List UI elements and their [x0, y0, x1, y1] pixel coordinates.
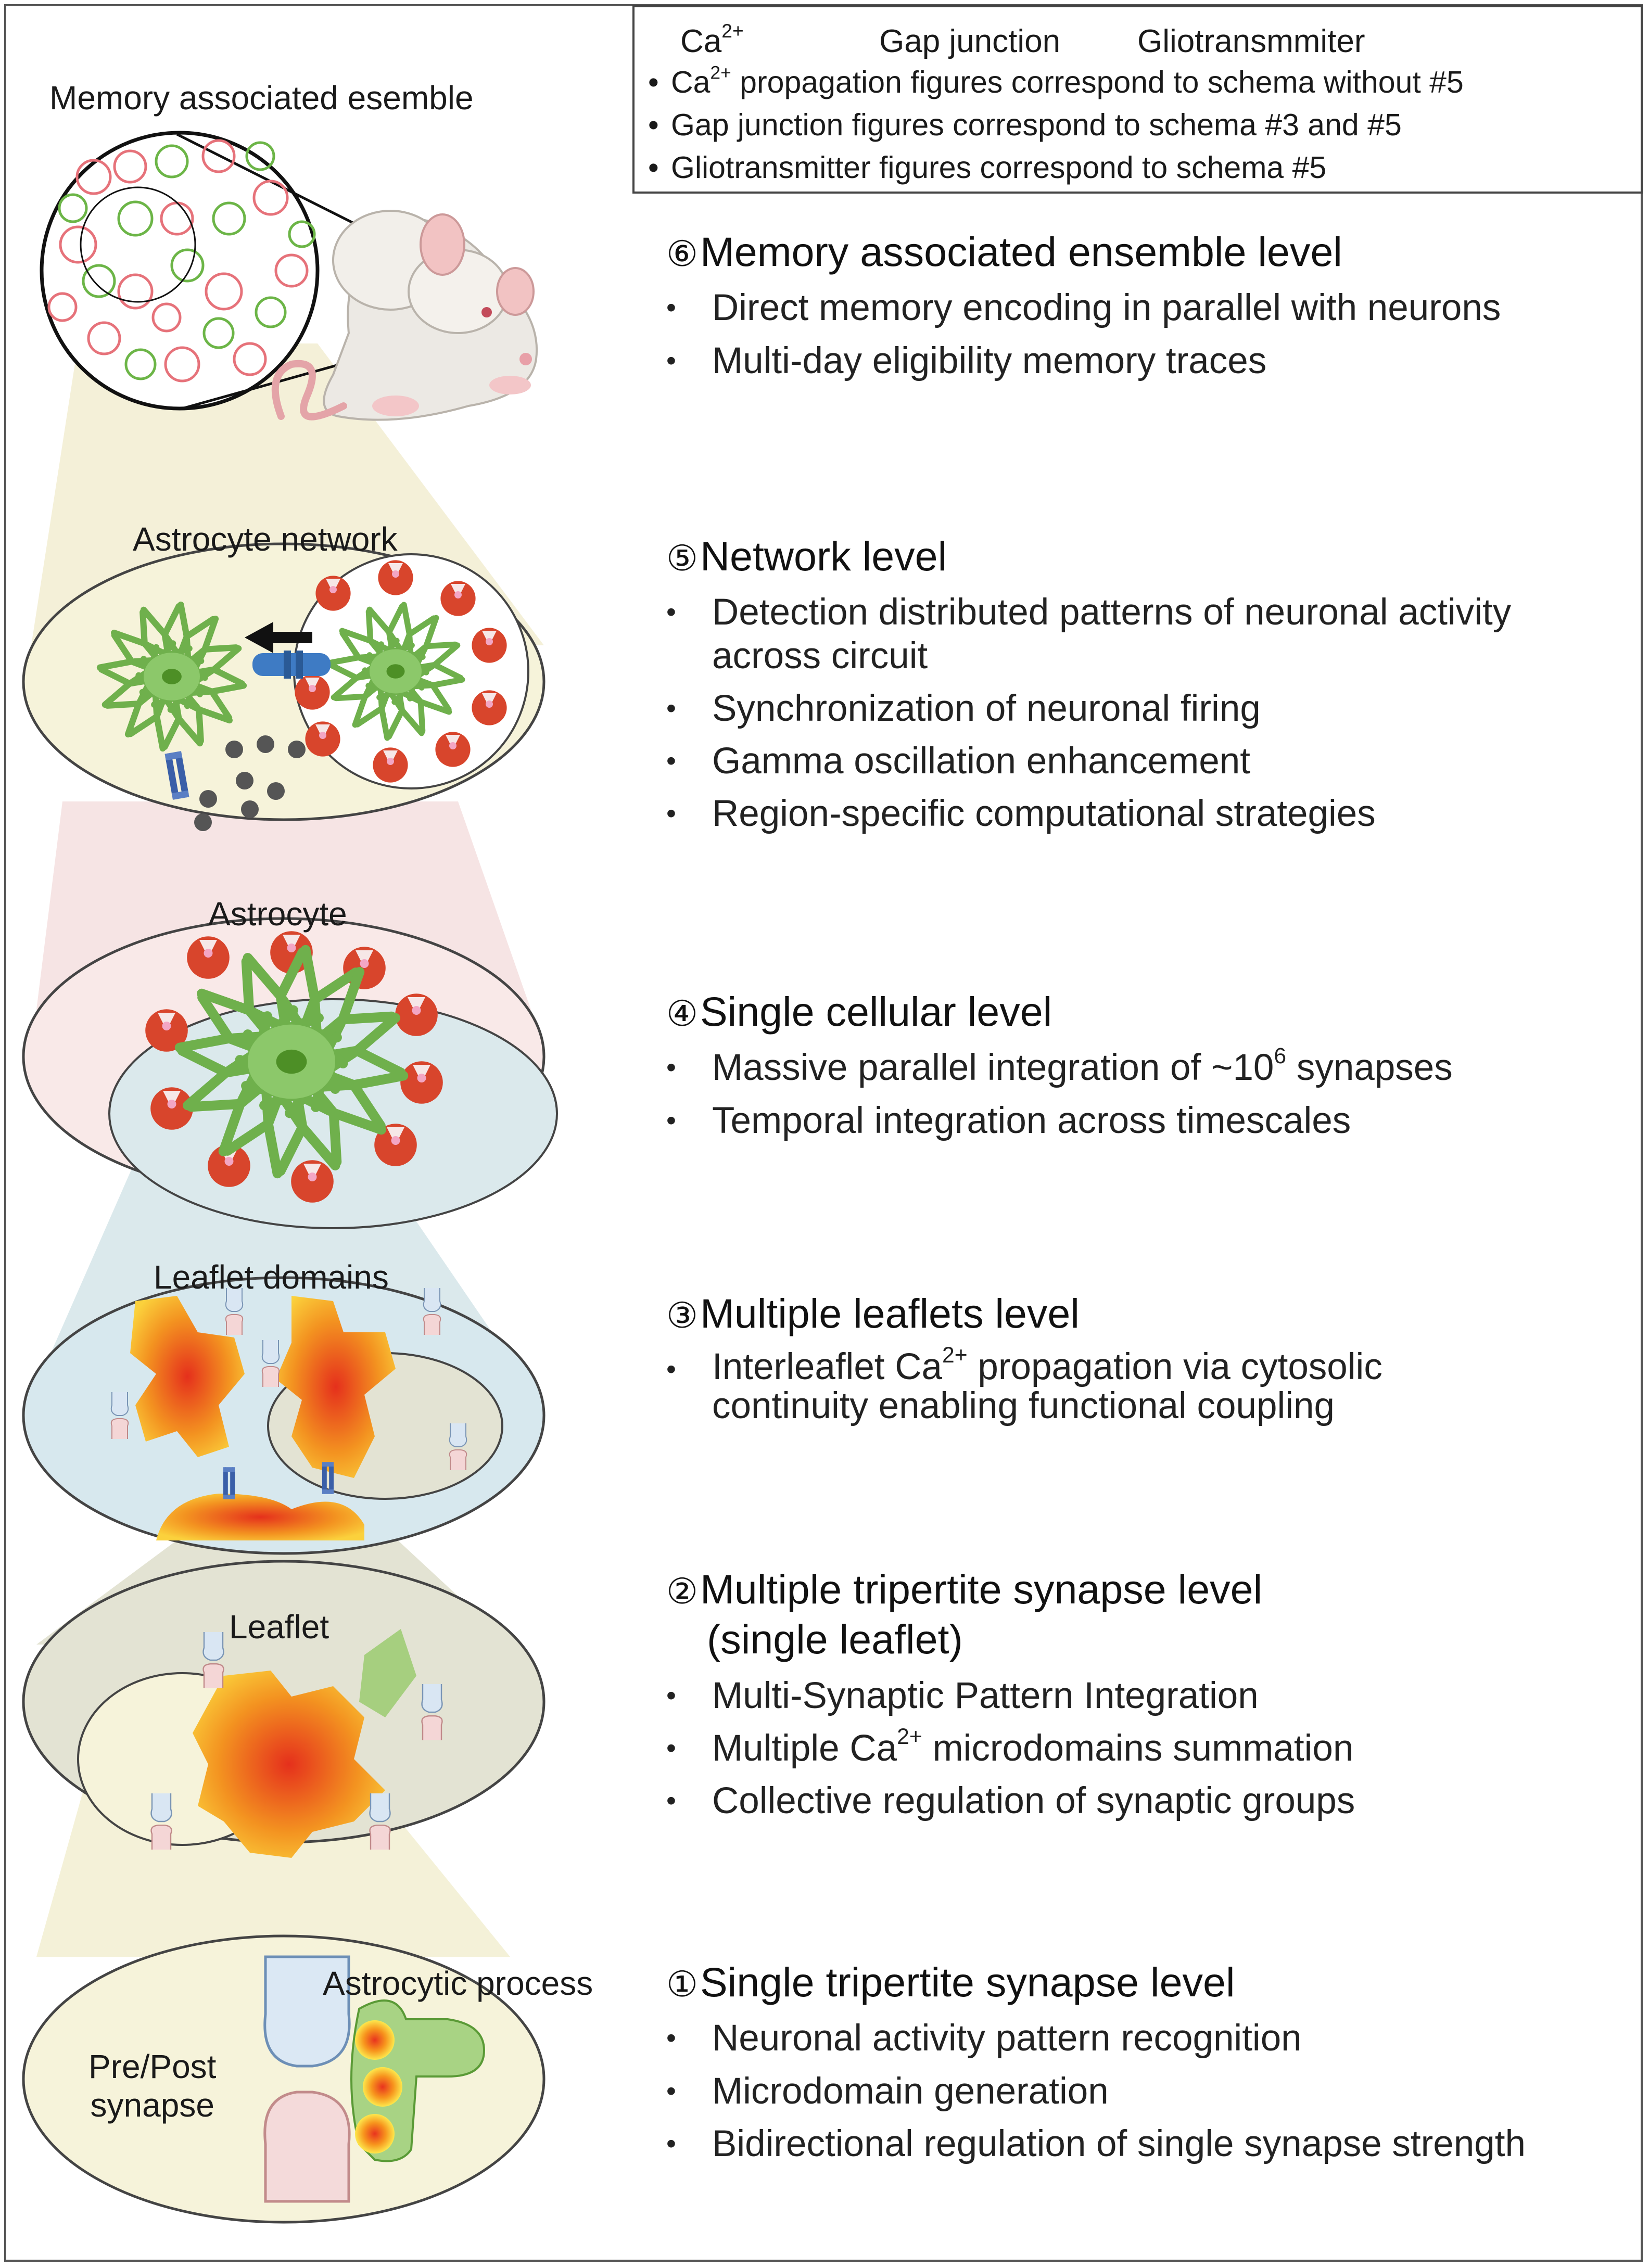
- synapse-label-line2: synapse: [90, 2086, 214, 2124]
- bullet: Multi-day eligibility memory traces: [666, 339, 1501, 383]
- level-5-block: ⑤Network level Detection distributed pat…: [666, 533, 1618, 845]
- astrocyte-illustration: [22, 917, 558, 1229]
- bullet: Massive parallel integration of ~106 syn…: [666, 1045, 1453, 1090]
- bullet: Direct memory encoding in parallel with …: [666, 286, 1501, 330]
- leaflet-label: Leaflet: [229, 1608, 329, 1646]
- level-5-bullets: Detection distributed patterns of neuron…: [666, 591, 1618, 835]
- bullet: Multi-Synaptic Pattern Integration: [666, 1674, 1355, 1718]
- mouse-illustration: [271, 210, 538, 421]
- level-6-block: ⑥Memory associated ensemble level Direct…: [666, 228, 1501, 392]
- gliotransmitter-dots: [194, 735, 306, 831]
- level-4-block: ④Single cellular level Massive parallel …: [666, 988, 1453, 1152]
- ensemble-illustration: [40, 131, 538, 421]
- legend-ca-label: Ca2+: [680, 20, 744, 59]
- network-illustration: [22, 542, 546, 831]
- level-2-subtitle: (single leaflet): [707, 1616, 963, 1663]
- gap-junction-tube: [252, 651, 331, 679]
- ensemble-label: Memory associated esemble: [49, 79, 474, 117]
- bullet: Gamma oscillation enhancement: [666, 740, 1618, 783]
- network-label: Astrocyte network: [133, 520, 398, 558]
- legend-item: •Gap junction figures correspond to sche…: [648, 108, 1402, 142]
- synapse-label-line1: Pre/Post: [88, 2048, 217, 2085]
- bullet: Synchronization of neuronal firing: [666, 687, 1618, 731]
- level-2-bullets: Multi-Synaptic Pattern Integration Multi…: [666, 1674, 1355, 1823]
- level-1-title: ①Single tripertite synapse level: [666, 1959, 1235, 2005]
- synapse-label: Pre/Post synapse: [88, 2048, 216, 2124]
- level-6-bullets: Direct memory encoding in parallel with …: [666, 286, 1501, 383]
- bullet: Bidirectional regulation of single synap…: [666, 2122, 1526, 2166]
- astrocytic-process-label: Astrocytic process: [323, 1965, 593, 2002]
- astrocyte-label: Astrocyte: [208, 895, 347, 933]
- bullet: Multiple Ca2+ microdomains summation: [666, 1726, 1355, 1770]
- bullet: Region-specific computational strategies: [666, 792, 1618, 836]
- bullet: Temporal integration across timescales: [666, 1099, 1453, 1143]
- legend-item: •Gliotransmitter figures correspond to s…: [648, 150, 1327, 185]
- level-6-title: ⑥Memory associated ensemble level: [666, 228, 1342, 275]
- leaflet-domains-illustration: [22, 1276, 546, 1555]
- level-3-block: ③Multiple leaflets level Interleaflet Ca…: [666, 1290, 1451, 1435]
- bullet: Microdomain generation: [666, 2070, 1526, 2113]
- level-1-bullets: Neuronal activity pattern recognition Mi…: [666, 2017, 1526, 2165]
- bullet: Detection distributed patterns of neuron…: [666, 591, 1618, 677]
- legend-gap-label: Gap junction: [879, 23, 1061, 59]
- bullet: Collective regulation of synaptic groups: [666, 1779, 1355, 1823]
- level-5-title: ⑤Network level: [666, 533, 947, 579]
- legend-box: Ca2+ Gap junction Gliotransmmiter •Ca2+ …: [632, 5, 1643, 194]
- level-2-title: ②Multiple tripertite synapse level: [666, 1566, 1263, 1612]
- legend-glio-label: Gliotransmmiter: [1137, 23, 1365, 59]
- level-4-bullets: Massive parallel integration of ~106 syn…: [666, 1045, 1453, 1143]
- level-3-bullets: Interleaflet Ca2+ propagation via cytoso…: [666, 1344, 1451, 1425]
- legend-item: •Ca2+ propagation figures correspond to …: [648, 62, 1464, 99]
- synapse-illustration: [22, 1934, 546, 2224]
- level-4-title: ④Single cellular level: [666, 988, 1052, 1035]
- leaflet-illustration: [22, 1560, 546, 1858]
- bullet: Interleaflet Ca2+ propagation via cytoso…: [666, 1344, 1451, 1425]
- level-1-block: ①Single tripertite synapse level Neurona…: [666, 1959, 1526, 2175]
- level-3-title: ③Multiple leaflets level: [666, 1290, 1080, 1336]
- leaflet-domains-label: Leaflet domains: [154, 1258, 389, 1296]
- level-2-block: ②Multiple tripertite synapse level (sing…: [666, 1566, 1355, 1832]
- bullet: Neuronal activity pattern recognition: [666, 2017, 1526, 2060]
